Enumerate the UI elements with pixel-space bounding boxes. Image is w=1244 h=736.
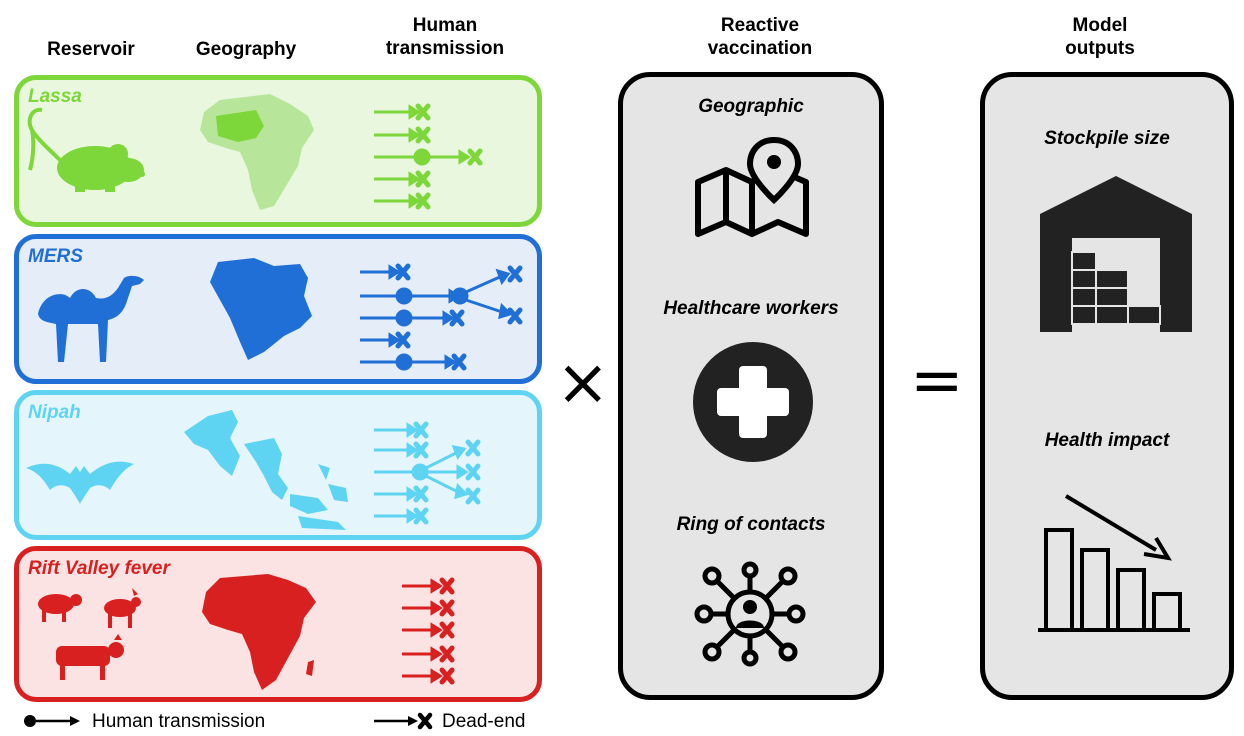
header-reservoir: Reservoir <box>47 39 135 60</box>
legend-dead-end-symbol <box>374 712 433 730</box>
contact-network-icon <box>694 561 806 667</box>
map-pin-icon <box>695 136 809 237</box>
header-reactive-line1: Reactive <box>720 15 800 36</box>
header-reactive-line2: vaccination <box>707 38 813 59</box>
header-model-outputs: Model outputs <box>1040 14 1160 60</box>
header-model-line1: Model <box>1072 15 1128 36</box>
rvf-transmission-arrows <box>402 577 455 685</box>
livestock-icons <box>38 588 141 680</box>
sheep-icon <box>38 594 82 622</box>
outputs-stockpile-label: Stockpile size <box>1044 128 1170 149</box>
equals-operator: = <box>910 344 964 418</box>
camel-icon <box>38 275 144 362</box>
times-operator: × <box>556 346 610 420</box>
cow-icon <box>56 634 124 680</box>
legend-transmission-label: Human transmission <box>92 711 266 732</box>
header-human-line2: transmission <box>385 38 505 59</box>
declining-bar-chart-icon <box>1038 494 1190 632</box>
panel-nipah-label: Nipah <box>28 402 81 423</box>
goat-icon <box>104 588 141 628</box>
legend-dead-end-label: Dead-end <box>442 711 526 732</box>
header-model-line2: outputs <box>1065 38 1135 59</box>
mouse-icon <box>27 107 145 192</box>
outputs-impact-label: Health impact <box>1044 430 1170 451</box>
vaccination-healthcare-label: Healthcare workers <box>663 298 839 319</box>
vaccination-ring-label: Ring of contacts <box>676 514 826 535</box>
bat-icon <box>26 461 134 504</box>
vaccination-geographic-label: Geographic <box>698 96 804 117</box>
panel-lassa-label: Lassa <box>28 86 82 107</box>
panel-mers-label: MERS <box>28 246 83 267</box>
africa-map-lassa-icon <box>200 94 314 210</box>
warehouse-icon <box>1040 176 1192 332</box>
header-human-line1: Human <box>412 15 478 36</box>
medical-cross-icon <box>693 342 813 462</box>
header-geography: Geography <box>195 39 297 60</box>
legend-transmission-symbol <box>24 715 80 727</box>
nipah-transmission-arrows <box>374 421 481 525</box>
lassa-transmission-arrows <box>374 103 483 210</box>
header-reactive-vaccination: Reactive vaccination <box>680 14 840 60</box>
asia-map-icon <box>184 410 348 530</box>
header-human-transmission: Human transmission <box>360 14 530 60</box>
africa-map-rvf-icon <box>202 574 316 690</box>
middle-east-map-icon <box>210 258 312 360</box>
mers-transmission-arrows <box>360 263 523 371</box>
panel-rvf-label: Rift Valley fever <box>28 558 170 579</box>
